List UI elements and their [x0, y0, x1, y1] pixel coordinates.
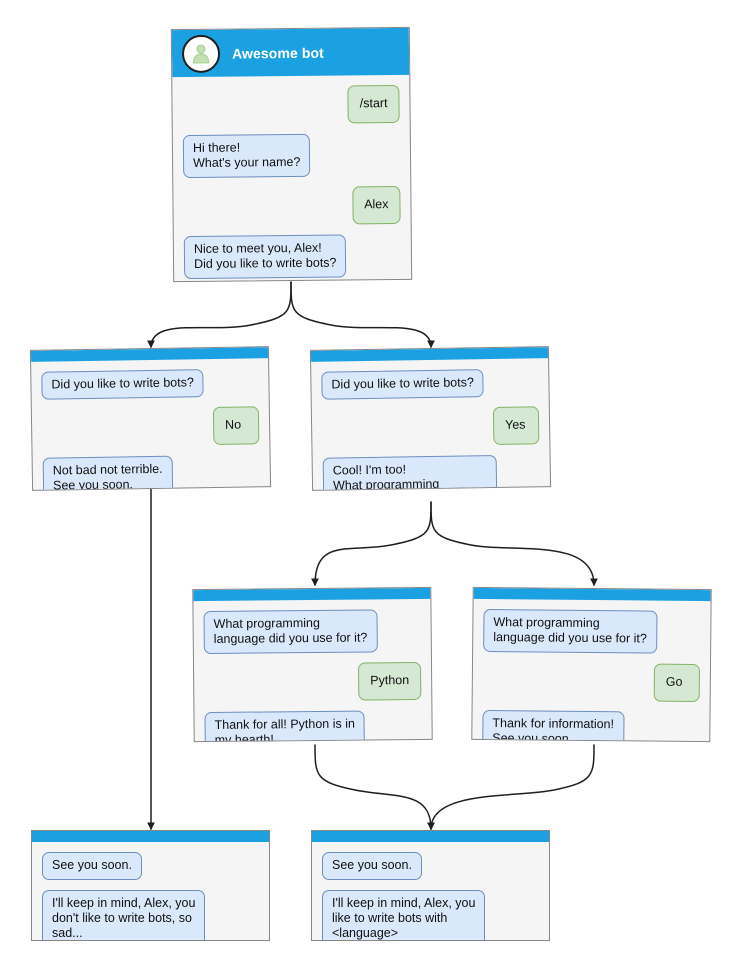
user-message: /start	[347, 84, 400, 124]
bot-message: Hi there! What's your name?	[182, 133, 311, 179]
chat-transcript: What programming language did you use fo…	[472, 599, 710, 743]
message-row: Thank for information! See you soon.	[472, 709, 709, 743]
edge-root-to-yes	[290, 281, 435, 349]
message-row: No	[32, 406, 270, 448]
message-row: Cool! I'm too! What programming language…	[313, 454, 551, 491]
node-header	[32, 831, 269, 842]
node-header	[312, 831, 549, 842]
node-title: Awesome bot	[231, 44, 324, 62]
user-message: Go	[653, 663, 701, 703]
message-row: Not bad not terrible. See you soon.	[33, 454, 271, 491]
message-row: Go	[473, 662, 710, 703]
edge-yes-to-go	[430, 501, 598, 587]
message-row: I'll keep in mind, Alex, you like to wri…	[312, 890, 549, 940]
node-answer-python[interactable]: What programming language did you use fo…	[192, 586, 433, 743]
edge-root-to-no	[147, 281, 292, 349]
node-end-no[interactable]: See you soon. I'll keep in mind, Alex, y…	[31, 830, 270, 941]
bot-message: See you soon.	[322, 852, 422, 880]
bot-message: Nice to meet you, Alex! Did you like to …	[183, 234, 347, 280]
bot-message: I'll keep in mind, Alex, you don't like …	[42, 890, 206, 940]
message-row: Nice to meet you, Alex! Did you like to …	[174, 234, 411, 280]
bot-message: Did you like to write bots?	[41, 369, 205, 400]
node-header: Awesome bot	[171, 27, 410, 78]
message-row: /start	[172, 84, 409, 125]
message-row: Yes	[312, 406, 550, 448]
node-end-yes[interactable]: See you soon. I'll keep in mind, Alex, y…	[311, 830, 550, 941]
bot-message: Cool! I'm too! What programming language…	[322, 454, 498, 491]
bot-message: Did you like to write bots?	[321, 369, 485, 400]
message-row: Hi there! What's your name?	[173, 133, 410, 179]
message-row: I'll keep in mind, Alex, you don't like …	[32, 890, 269, 940]
bot-message: See you soon.	[42, 852, 142, 880]
user-message: Python	[358, 661, 422, 701]
edge-go-to-end	[427, 744, 595, 831]
node-answer-yes[interactable]: Did you like to write bots? Yes Cool! I'…	[309, 346, 552, 491]
node-answer-go[interactable]: What programming language did you use fo…	[471, 586, 712, 743]
edge-yes-to-python	[311, 501, 432, 587]
chat-transcript: Did you like to write bots? Yes Cool! I'…	[311, 358, 550, 491]
edge-python-to-end	[314, 744, 435, 831]
user-message: No	[212, 406, 260, 446]
bot-message: I'll keep in mind, Alex, you like to wri…	[322, 890, 486, 940]
node-answer-no[interactable]: Did you like to write bots? No Not bad n…	[29, 346, 272, 491]
node-awesome-bot[interactable]: Awesome bot /start Hi there! What's your…	[170, 26, 413, 283]
user-message: Alex	[351, 185, 401, 225]
chat-transcript: See you soon. I'll keep in mind, Alex, y…	[32, 842, 269, 940]
user-message: Yes	[492, 406, 540, 446]
chat-transcript: Did you like to write bots? No Not bad n…	[31, 358, 270, 491]
message-row: Did you like to write bots?	[31, 368, 268, 400]
message-row: What programming language did you use fo…	[193, 609, 430, 655]
bot-message: Thank for all! Python is in my hearth! S…	[204, 710, 366, 743]
bot-message: Not bad not terrible. See you soon.	[42, 455, 174, 491]
message-row: What programming language did you use fo…	[473, 608, 710, 654]
person-avatar-icon	[181, 34, 221, 73]
message-row: Thank for all! Python is in my hearth! S…	[194, 710, 432, 743]
chat-transcript: What programming language did you use fo…	[193, 599, 432, 743]
message-row: Alex	[173, 185, 410, 226]
message-row: Did you like to write bots?	[311, 368, 548, 400]
chat-transcript: See you soon. I'll keep in mind, Alex, y…	[312, 842, 549, 940]
message-row: Python	[194, 661, 431, 702]
bot-message: Thank for information! See you soon.	[482, 709, 625, 743]
message-row: See you soon.	[32, 852, 269, 880]
bot-message: What programming language did you use fo…	[203, 609, 378, 655]
message-row: See you soon.	[312, 852, 549, 880]
chat-transcript: /start Hi there! What's your name? Alex …	[172, 75, 411, 280]
bot-message: What programming language did you use fo…	[483, 608, 658, 654]
